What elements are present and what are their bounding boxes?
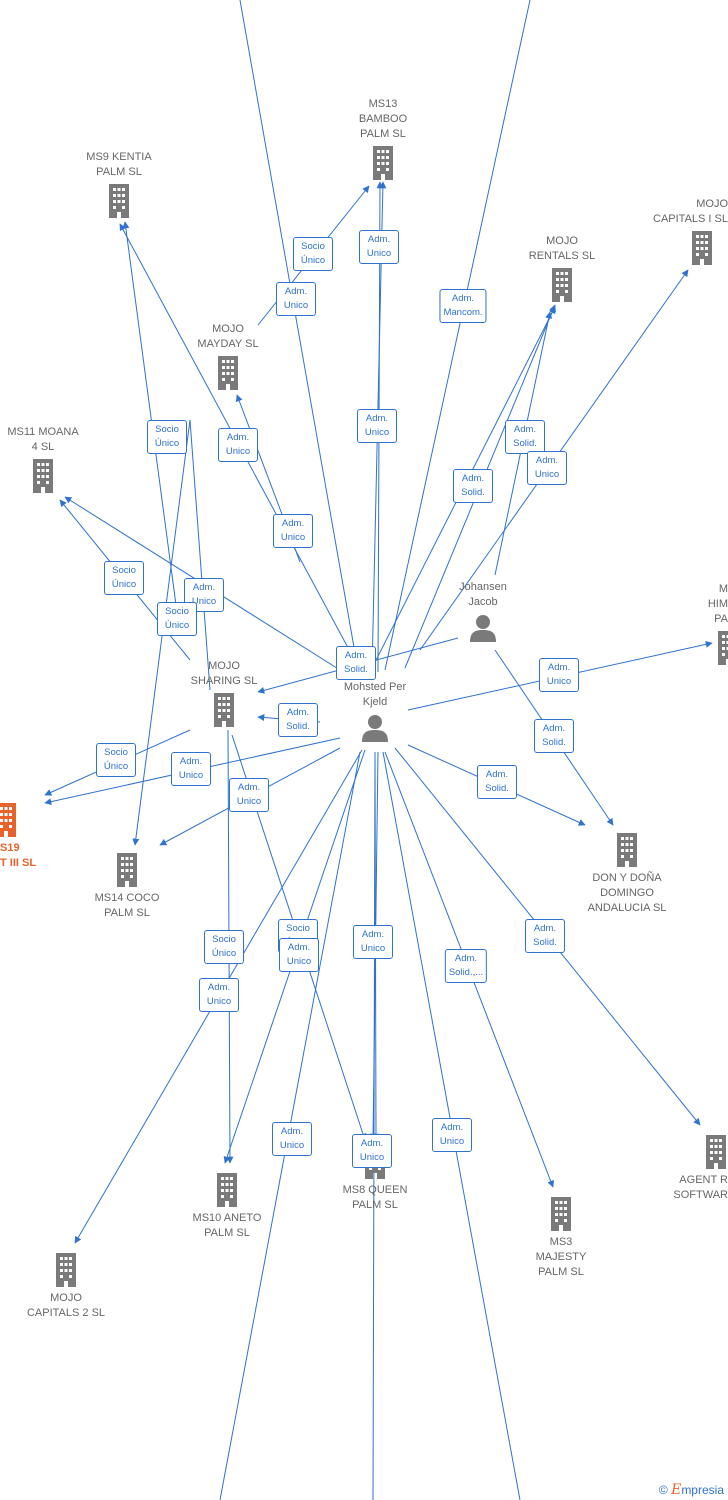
- edge-line: [189, 419, 211, 691]
- building-icon: [552, 268, 572, 302]
- building-icon: [718, 631, 728, 665]
- copyright-symbol: ©: [658, 1483, 668, 1497]
- edge-line: [372, 751, 376, 1500]
- edge-label[interactable]: Adm. Solid.: [525, 919, 565, 953]
- edge-label[interactable]: Adm. Unico: [352, 1134, 392, 1168]
- building-icon: [0, 803, 16, 837]
- node-label-ms19[interactable]: S19 T III SL: [0, 842, 37, 869]
- building-icon: [217, 1173, 237, 1207]
- building-icon: [117, 853, 137, 887]
- node-label-agent[interactable]: AGENT R SOFTWAR: [673, 1174, 728, 1201]
- node-label-mayday[interactable]: MOJO MAYDAY SL: [197, 323, 259, 350]
- node-label-ms11[interactable]: MS11 MOANA 4 SL: [7, 426, 79, 453]
- node-label-johansen[interactable]: Johansen Jacob: [459, 581, 507, 608]
- edge-label[interactable]: Adm. Unico: [527, 451, 567, 485]
- edge-label[interactable]: Adm. Solid.,...: [444, 949, 488, 983]
- edges-layer: [44, 0, 713, 1500]
- edge-label[interactable]: Socio Único: [147, 420, 187, 454]
- edge-label[interactable]: Adm. Solid.: [336, 646, 376, 680]
- edge-label[interactable]: Socio Único: [104, 561, 144, 595]
- building-icon: [218, 356, 238, 390]
- node-label-himpa[interactable]: M HIM PA: [707, 583, 728, 625]
- edge-label[interactable]: Adm. Solid.: [534, 719, 574, 753]
- edge-label[interactable]: Adm. Unico: [229, 778, 269, 812]
- building-icon: [706, 1135, 726, 1169]
- person-icon: [362, 715, 388, 742]
- node-label-ms8[interactable]: MS8 QUEEN PALM SL: [342, 1184, 408, 1211]
- edge-label[interactable]: Socio Único: [204, 930, 244, 964]
- node-label-ms3[interactable]: MS3 MAJESTY PALM SL: [535, 1236, 587, 1278]
- brand-name: mpresia: [681, 1483, 724, 1497]
- building-icon: [551, 1197, 571, 1231]
- edge-label[interactable]: Socio Único: [293, 237, 333, 271]
- building-icon: [692, 231, 712, 265]
- node-label-donydona[interactable]: DON Y DOÑA DOMINGO ANDALUCIA SL: [587, 872, 667, 914]
- edge-label[interactable]: Adm. Unico: [357, 409, 397, 443]
- edge-label[interactable]: Adm. Unico: [359, 230, 399, 264]
- node-label-sharing[interactable]: MOJO SHARING SL: [190, 660, 258, 687]
- node-label-ms14[interactable]: MS14 COCO PALM SL: [94, 892, 160, 919]
- node-label-ms13[interactable]: MS13 BAMBOO PALM SL: [358, 98, 408, 140]
- node-label-mojocap1[interactable]: MOJO CAPITALS I SL: [653, 198, 728, 225]
- edge-label[interactable]: Adm. Unico: [353, 925, 393, 959]
- edge-label[interactable]: Adm. Solid.: [505, 420, 545, 454]
- nodes-layer: [0, 146, 728, 1287]
- edge-label[interactable]: Adm. Unico: [171, 752, 211, 786]
- node-label-mojorent[interactable]: MOJO RENTALS SL: [528, 235, 596, 262]
- building-icon: [373, 146, 393, 180]
- edge-label[interactable]: Adm. Unico: [276, 282, 316, 316]
- edge-label[interactable]: Adm. Unico: [272, 1122, 312, 1156]
- edge-label[interactable]: Adm. Unico: [199, 978, 239, 1012]
- edge-label[interactable]: Adm. Unico: [432, 1118, 472, 1152]
- edge-line: [239, 0, 359, 671]
- building-icon: [617, 833, 637, 867]
- person-icon: [470, 615, 496, 642]
- edge-label[interactable]: Adm. Mancom.: [439, 289, 487, 323]
- brand-initial: E: [671, 1482, 682, 1498]
- edge-label[interactable]: Adm. Unico: [539, 658, 579, 692]
- building-icon: [109, 184, 129, 218]
- edge-label[interactable]: Adm. Solid.: [477, 765, 517, 799]
- node-label-ms10[interactable]: MS10 ANETO PALM SL: [192, 1212, 262, 1239]
- edge-label[interactable]: Adm. Unico: [218, 428, 258, 462]
- credit: © Empresia: [659, 1482, 724, 1498]
- edge-label[interactable]: Socio Único: [157, 602, 197, 636]
- edge-line: [384, 0, 531, 671]
- edge-label[interactable]: Adm. Solid.: [278, 703, 318, 737]
- node-label-mojocap2[interactable]: MOJO CAPITALS 2 SL: [26, 1292, 106, 1319]
- node-label-mohsted[interactable]: Mohsted Per Kjeld: [343, 681, 407, 708]
- building-icon: [33, 459, 53, 493]
- edge-label[interactable]: Adm. Solid.: [453, 469, 493, 503]
- edge-label[interactable]: Adm. Unico: [279, 938, 319, 972]
- edge-label[interactable]: Adm. Unico: [273, 514, 313, 548]
- edge-label[interactable]: Socio Único: [96, 743, 136, 777]
- building-icon: [214, 693, 234, 727]
- building-icon: [56, 1253, 76, 1287]
- node-label-ms9[interactable]: MS9 KENTIA PALM SL: [86, 151, 152, 178]
